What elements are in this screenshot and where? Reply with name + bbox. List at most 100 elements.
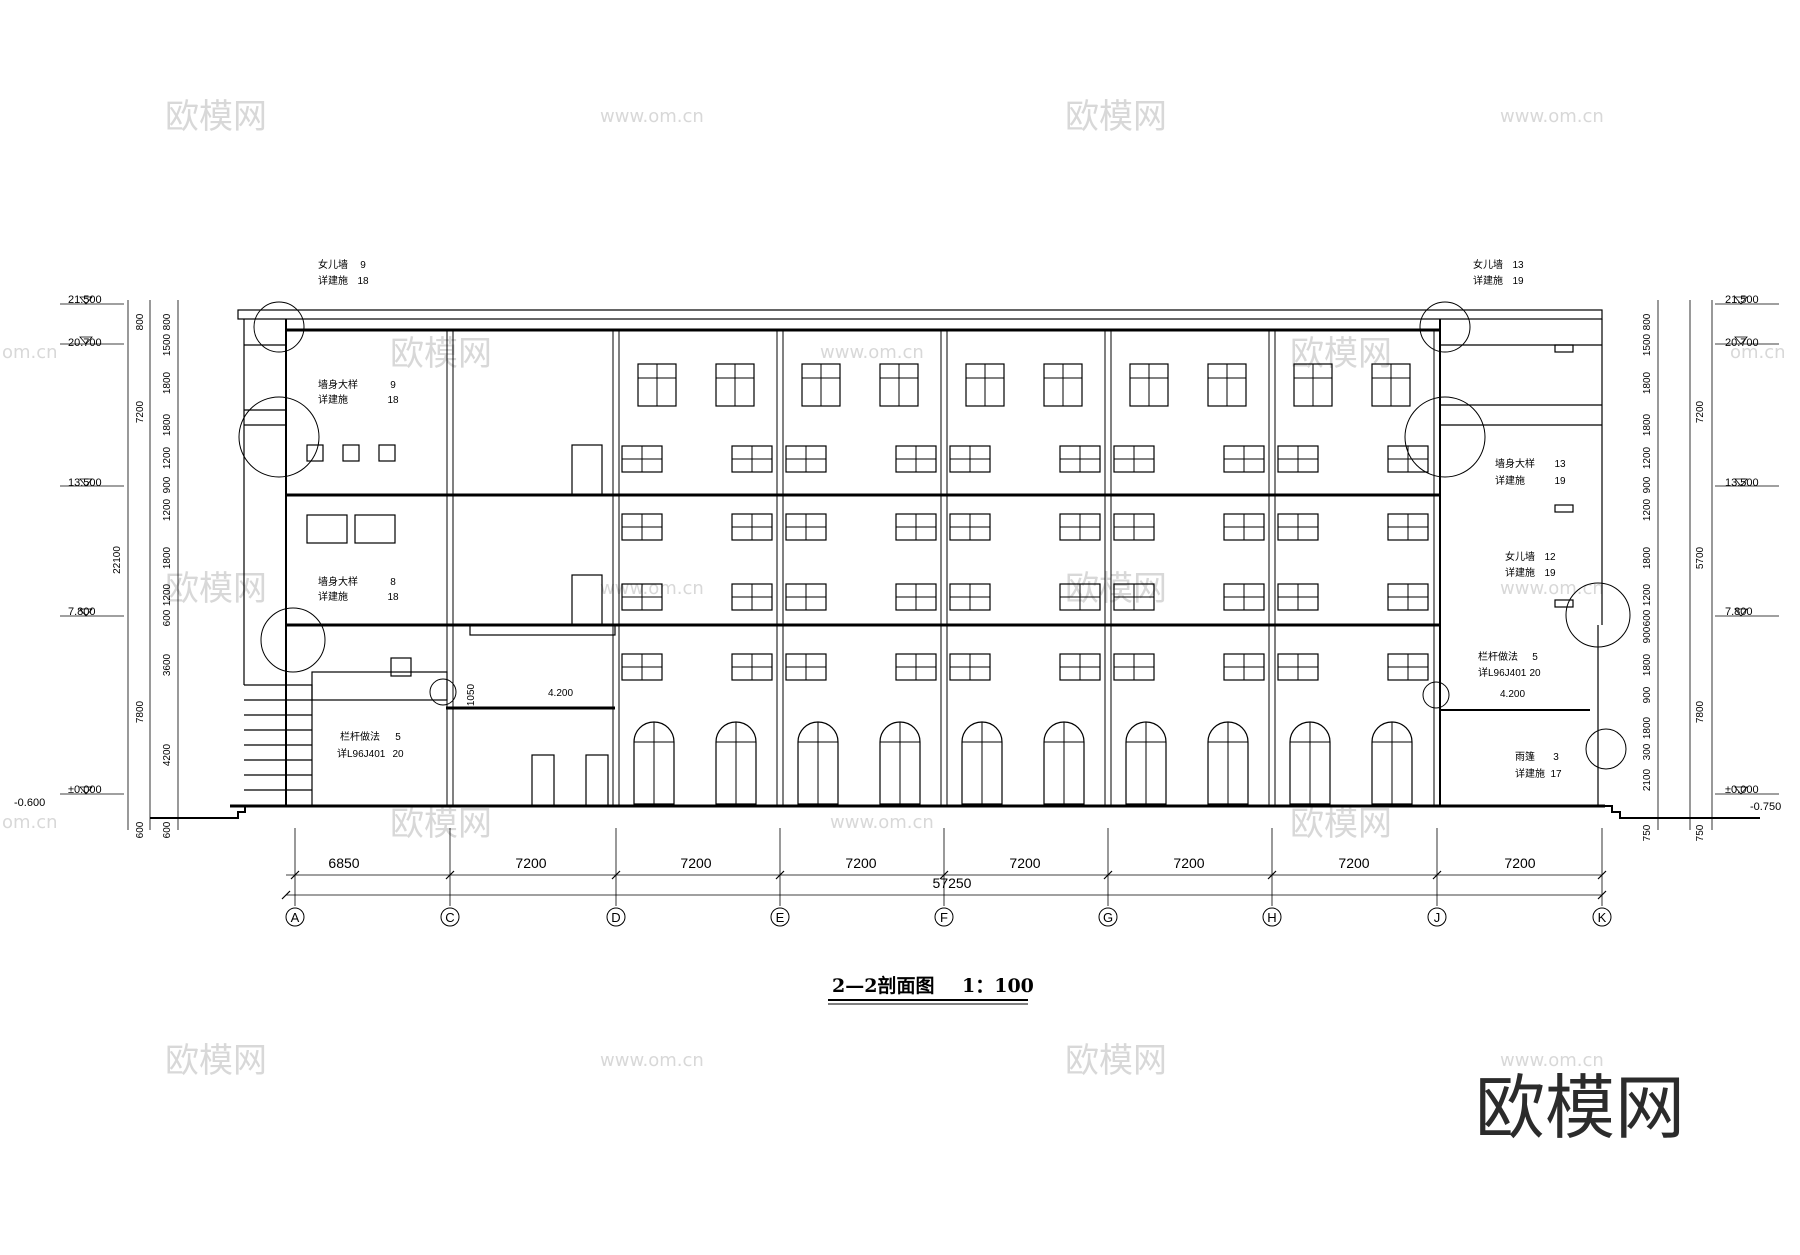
callout-text: 雨篷	[1515, 750, 1535, 763]
axis-bubble	[1592, 907, 1612, 927]
watermark-logo: 欧模网	[390, 334, 492, 374]
watermark-url: www.om.cn	[830, 812, 934, 833]
elevation-label: 20.700	[68, 337, 102, 349]
vertical-dim: 800	[135, 313, 146, 330]
elevation-marker	[1734, 608, 1748, 617]
dim-tick	[1267, 870, 1277, 880]
title-scale: 1：100	[962, 975, 1034, 997]
vertical-dim: 750	[1695, 824, 1706, 841]
dim-tick	[775, 870, 785, 880]
callout-sub: 详建施	[318, 274, 348, 287]
drawing-title: 2—2剖面图 1：100	[828, 974, 1034, 1005]
axis-bubble	[1262, 907, 1282, 927]
callout-parapet-right: 女儿墙 详建施 13 19	[1473, 258, 1524, 287]
dim-tick	[1103, 870, 1113, 880]
grid-axis-labels: A C D E F G H J K	[291, 910, 1607, 925]
vertical-dim: 1800	[162, 371, 173, 394]
callout-text: 墙身大样	[318, 575, 358, 588]
callout-num: 5	[1532, 652, 1538, 663]
callout-num: 9	[360, 260, 366, 271]
elevation-label: 20.700	[1725, 337, 1759, 349]
elevation-label: 4.200	[548, 688, 573, 699]
callout-text: 女儿墙	[1473, 258, 1503, 271]
dim-tick	[1597, 870, 1607, 880]
building-section	[150, 309, 1760, 819]
callout-sub: 详L96J401	[337, 747, 386, 760]
watermark-url-fragment: om.cn	[1730, 342, 1786, 363]
axis-label: G	[1103, 910, 1113, 925]
axis-bubble	[934, 907, 954, 927]
callout-sub: 详建施	[318, 393, 348, 406]
vertical-dim: 1200	[1642, 583, 1653, 606]
callout-text: 栏杆做法	[340, 730, 380, 743]
callout-sheet: 19	[1544, 568, 1556, 579]
callout-parapet-right-2: 女儿墙 详建施 12 19	[1505, 550, 1556, 579]
watermark-url: www.om.cn	[820, 342, 924, 363]
vertical-dim: 1800	[162, 546, 173, 569]
vertical-dim: 7200	[135, 400, 146, 423]
vertical-dim: 1800	[1642, 546, 1653, 569]
dimension-lines	[60, 296, 1779, 900]
vertical-dim: 600	[1642, 609, 1653, 626]
axis-label: H	[1267, 910, 1276, 925]
elevation-label: 13.500	[1725, 477, 1759, 489]
callout-sub: 详建施	[318, 590, 348, 603]
callout-sheet: 19	[1554, 476, 1566, 487]
callout-wall-left-1: 墙身大样 详建施 9 18	[318, 378, 399, 406]
callout-sheet: 20	[1529, 668, 1541, 679]
watermark-logo: 欧模网	[1290, 334, 1392, 374]
right-vertical-dims: 800 1500 1800 1800 1200 900 1200 1800 12…	[1642, 313, 1706, 841]
callout-wall-left-2: 墙身大样 详建施 8 18	[318, 575, 399, 603]
callout-sub: 详建施	[1505, 566, 1535, 579]
vertical-dim: 600	[135, 821, 146, 838]
callout-text: 墙身大样	[1495, 457, 1535, 470]
vertical-dim: 1800	[162, 413, 173, 436]
left-vertical-dims: 800 7200 22100 7800 600 800 1500 1800 18…	[112, 313, 173, 838]
watermark-logo: 欧模网	[1065, 569, 1167, 609]
dim-tick	[1432, 870, 1442, 880]
elevation-label: 4.200	[1500, 689, 1525, 700]
callout-canopy-right: 雨篷 详建施 3 17	[1515, 750, 1562, 780]
axis-label: D	[611, 910, 620, 925]
facade-windows	[621, 363, 1429, 805]
elevation-label: ±0.000	[68, 784, 102, 796]
elevation-marker	[79, 336, 93, 345]
vertical-dim: 7200	[1695, 400, 1706, 423]
vertical-dim: 1200	[162, 446, 173, 469]
vertical-dim: 900	[162, 476, 173, 493]
callout-sheet: 18	[387, 395, 399, 406]
callout-num: 9	[390, 380, 396, 391]
bay-dimension: 7200	[1173, 855, 1204, 871]
axis-bubble	[606, 907, 626, 927]
callout-num: 3	[1553, 752, 1559, 763]
dim-tick	[939, 870, 949, 880]
dim-tick	[1597, 890, 1607, 900]
bay-dimension: 7200	[680, 855, 711, 871]
watermark-url: www.om.cn	[600, 106, 704, 127]
callout-num: 13	[1512, 260, 1524, 271]
vertical-dim: 7800	[135, 700, 146, 723]
vertical-dim: 1800	[1642, 371, 1653, 394]
vertical-dim: 300	[1642, 743, 1653, 760]
total-dimension: 57250	[933, 875, 972, 891]
axis-bubble	[1098, 907, 1118, 927]
callout-sub: 详L96J401	[1478, 666, 1527, 679]
elevation-label: ±0.000	[1725, 784, 1759, 796]
vertical-dim: 5700	[1695, 546, 1706, 569]
callout-sheet: 19	[1512, 276, 1524, 287]
callout-text: 女儿墙	[318, 258, 348, 271]
vertical-dim: 1200	[162, 498, 173, 521]
callout-railing-right: 栏杆做法 详L96J401 5 20	[1478, 650, 1541, 679]
bay-dimension: 6850	[328, 855, 359, 871]
vertical-dim: 1800	[1642, 413, 1653, 436]
callout-parapet-left: 女儿墙 详建施 9 18	[318, 258, 369, 287]
brand-logo: 欧模网	[1475, 1067, 1685, 1149]
watermark-logo: 欧模网	[1065, 97, 1167, 137]
elevation-marker	[79, 296, 93, 305]
callout-text: 女儿墙	[1505, 550, 1535, 563]
vertical-dim: 900	[1642, 686, 1653, 703]
watermark-logo: 欧模网	[165, 1041, 267, 1081]
vertical-dim: 900	[1642, 476, 1653, 493]
watermark-logo: 欧模网	[1290, 804, 1392, 844]
elevation-label: 21.500	[1725, 294, 1759, 306]
